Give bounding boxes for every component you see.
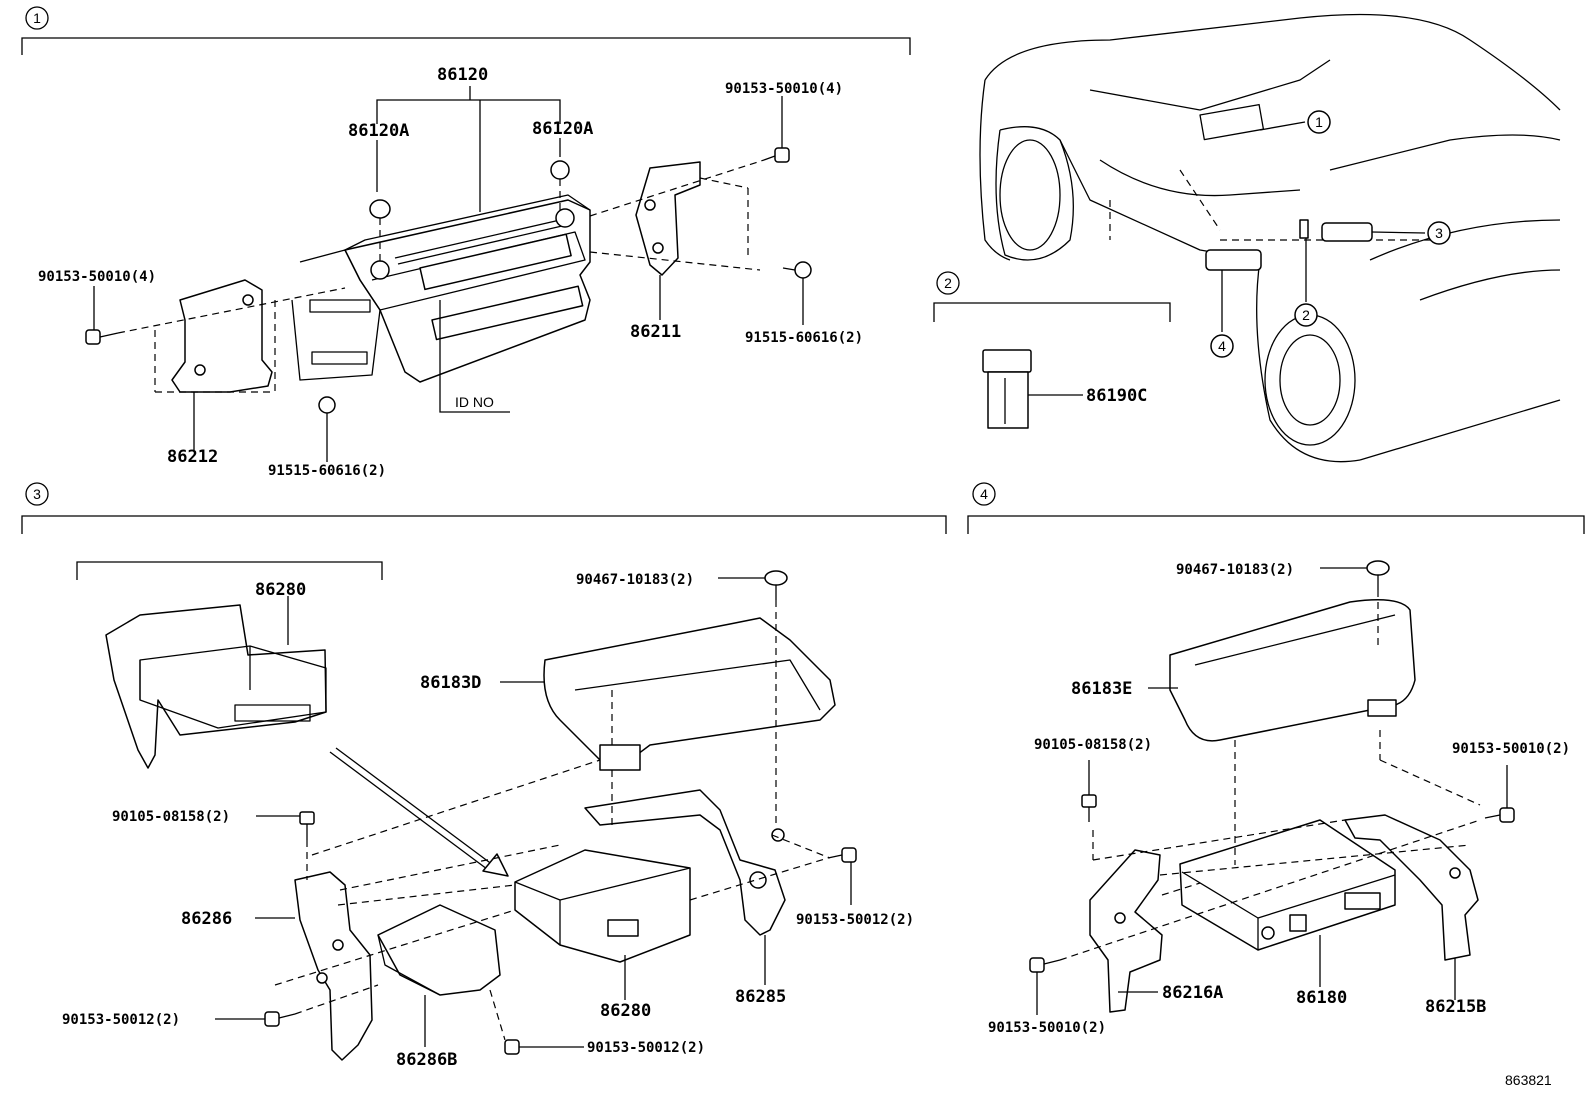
radio-head-unit: [291, 194, 591, 413]
callout-3: 3: [1435, 225, 1443, 241]
clip-90467-10183-s4: [1320, 560, 1390, 590]
label-86183e: 86183E: [1071, 679, 1132, 699]
bracket-86285: [584, 789, 786, 985]
bolt-90153-50010-right-s4: [1484, 765, 1515, 823]
bolt-90105-08158-s4: [1081, 760, 1097, 822]
section-2-number: 2: [944, 275, 952, 291]
label-91515-60616-right: 91515-60616(2): [745, 330, 863, 346]
cover-86183e: [1148, 599, 1416, 742]
label-86120a-left: 86120A: [348, 121, 409, 141]
label-86215b: 86215B: [1425, 997, 1486, 1017]
label-id-no: ID NO: [455, 394, 494, 410]
label-90153-50012-left-s3: 90153-50012(2): [62, 1012, 180, 1028]
bolt-90105-08158-s3: [256, 811, 315, 840]
amplifier-86280-with-bracket: [105, 596, 327, 769]
screw-91515-60616-bottom: [318, 396, 336, 462]
section-3-frame: 3: [21, 482, 947, 534]
knob-86120a-left: [369, 199, 391, 219]
label-91515-60616-bottom: 91515-60616(2): [268, 463, 386, 479]
section-3-number: 3: [33, 486, 41, 502]
bracket-86286b: [377, 904, 501, 1047]
bracket-86286: [255, 871, 373, 1061]
amplifier-86280: [514, 849, 691, 1000]
section-4-frame: 4: [967, 482, 1585, 534]
section-3-amplifier-assembly: [76, 561, 857, 1061]
cover-86183d: [500, 617, 836, 771]
label-86280-top: 86280: [255, 580, 306, 600]
label-90105-08158-s4: 90105-08158(2): [1034, 737, 1152, 753]
section-1-radio-assembly: [85, 86, 812, 462]
label-90153-50012-right-s3: 90153-50012(2): [796, 912, 914, 928]
label-90153-50012-bottom-s3: 90153-50012(2): [587, 1040, 705, 1056]
section-2-switch-86190c: [982, 349, 1083, 429]
clip-90467-10183-s3: [718, 570, 788, 600]
bolt-90153-50012-left-s3: [215, 1011, 296, 1027]
callout-2: 2: [1302, 307, 1310, 323]
label-86285: 86285: [735, 987, 786, 1007]
label-86212: 86212: [167, 447, 218, 467]
module-86180: [1179, 819, 1396, 987]
vehicle-overview: 1 3 2 4: [979, 13, 1561, 463]
section-1-frame: 1: [21, 6, 911, 55]
label-86180: 86180: [1296, 988, 1347, 1008]
label-86120a-right: 86120A: [532, 119, 593, 139]
label-90105-08158-s3: 90105-08158(2): [112, 809, 230, 825]
label-90153-50010-left-s4: 90153-50010(2): [988, 1020, 1106, 1036]
bracket-86211: [635, 161, 701, 320]
label-86286: 86286: [181, 909, 232, 929]
figure-number: 863821: [1505, 1072, 1552, 1088]
label-90153-50010-left: 90153-50010(4): [38, 269, 156, 285]
label-86286b: 86286B: [396, 1050, 457, 1070]
bolt-90153-50010-top-right: [763, 96, 790, 163]
bracket-86212: [171, 279, 273, 450]
section-2-frame: 2: [933, 271, 1171, 322]
label-86190c: 86190C: [1086, 386, 1147, 406]
bolt-90153-50010-left-s4: [1029, 957, 1061, 1015]
label-90467-10183-s4: 90467-10183(2): [1176, 562, 1294, 578]
bolt-90153-50012-right-s3: [827, 847, 857, 905]
section-1-number: 1: [33, 10, 41, 26]
label-90153-50010-top: 90153-50010(4): [725, 81, 843, 97]
callout-1: 1: [1315, 114, 1323, 130]
label-90467-10183-s3: 90467-10183(2): [576, 572, 694, 588]
section-4-number: 4: [980, 486, 988, 502]
screw-91515-60616-right: [782, 261, 812, 325]
bracket-86216a: [1089, 849, 1163, 1013]
label-86280-bottom: 86280: [600, 1001, 651, 1021]
label-90153-50010-right-s4: 90153-50010(2): [1452, 741, 1570, 757]
label-86183d: 86183D: [420, 673, 481, 693]
callout-4: 4: [1218, 338, 1226, 354]
label-86216a: 86216A: [1162, 983, 1223, 1003]
knob-86120a-right: [550, 160, 570, 180]
label-86120: 86120: [437, 65, 488, 85]
label-86211: 86211: [630, 322, 681, 342]
bracket-86215b: [1344, 814, 1479, 1000]
bolt-90153-50010-left: [85, 286, 119, 345]
section-4-module-assembly: [1029, 560, 1515, 1015]
bolt-90153-50012-bottom-s3: [504, 1039, 584, 1055]
